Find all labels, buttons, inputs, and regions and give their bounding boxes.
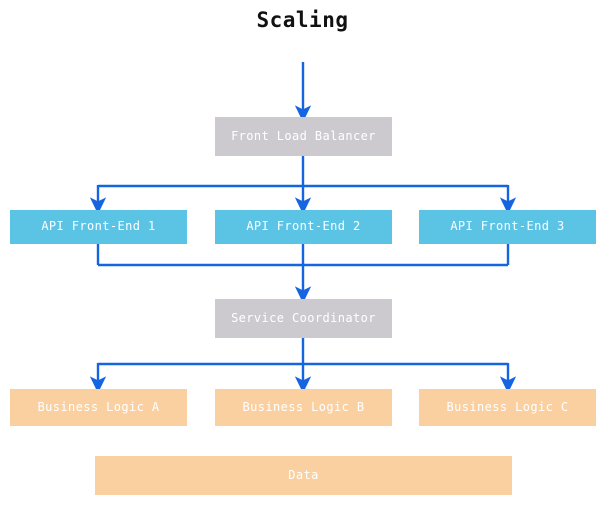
node-business-logic-b[interactable]: Business Logic B xyxy=(215,389,392,426)
node-data[interactable]: Data xyxy=(95,456,512,495)
node-front-load-balancer[interactable]: Front Load Balancer xyxy=(215,117,392,156)
node-api-front-end-3[interactable]: API Front-End 3 xyxy=(419,210,596,244)
node-api-front-end-1[interactable]: API Front-End 1 xyxy=(10,210,187,244)
node-service-coordinator[interactable]: Service Coordinator xyxy=(215,299,392,338)
diagram-title: Scaling xyxy=(256,8,349,32)
node-api-front-end-2[interactable]: API Front-End 2 xyxy=(215,210,392,244)
node-business-logic-a[interactable]: Business Logic A xyxy=(10,389,187,426)
node-business-logic-c[interactable]: Business Logic C xyxy=(419,389,596,426)
